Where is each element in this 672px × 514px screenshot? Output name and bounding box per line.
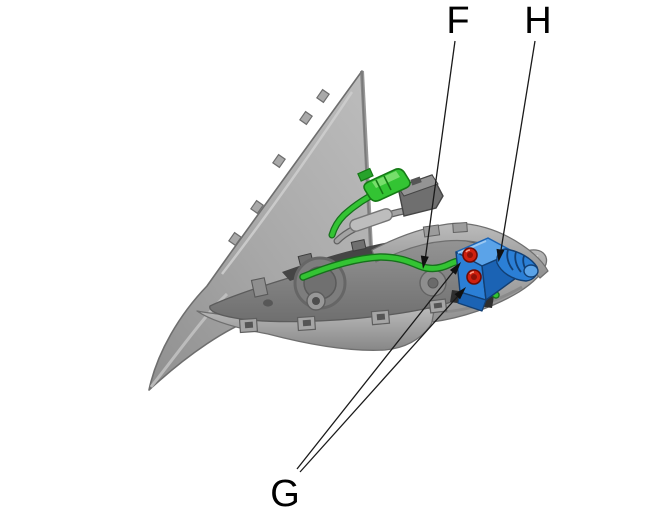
screw-1 [462,247,478,263]
arrowhead-f [420,255,429,269]
rim-block [422,224,441,238]
arrowhead-g1 [449,262,461,275]
green-connector-ribs [375,175,392,195]
screw-2 [466,269,482,285]
clip [370,309,391,326]
harness-leads [328,183,408,245]
clip-tab [316,88,330,104]
arrowhead-g2 [454,287,466,300]
connector-latch [410,176,422,186]
screw-hole [263,299,273,307]
wire-sleeve [349,208,393,232]
base-front-clips [238,298,448,334]
clip-tab [272,153,286,169]
clip [428,298,448,314]
trim-panel-right-edge-shade [360,70,373,249]
clip-tab [228,231,242,247]
callout-g [296,262,466,473]
clip-tab [250,199,264,215]
connector-plug-top [397,174,439,197]
callout-f [420,40,456,269]
leader-line-g2 [299,295,459,473]
leader-line-g1 [296,271,454,470]
screw-highlight [469,271,475,275]
callout-label-f: F [446,0,469,42]
rim-block [452,221,468,234]
clip [238,317,259,334]
leader-line-h [500,40,536,251]
trim-panel-ridge-highlight [221,91,354,275]
screw-highlight [465,249,471,253]
clip-tab [299,110,313,126]
callout-label-h: H [524,0,551,42]
trim-panel-clip-tabs [228,88,330,247]
blue-module [455,237,539,312]
module-edge-highlight [457,240,487,254]
callout-label-g: G [270,473,300,514]
screw-recess [467,252,473,258]
green-connector-tab [357,167,374,182]
screw-recess [471,274,477,280]
leader-line-f [424,40,456,258]
callout-h [496,40,536,262]
clip [296,315,317,332]
base-back-rim [371,222,549,279]
module-lower-tab [457,291,487,312]
cable-guide-hole [427,277,439,289]
callouts: F H G [270,0,552,514]
tray-bracket [250,277,269,298]
arrowhead-h [496,248,505,262]
pivot-boss-hole [312,297,320,305]
ledge-clip [350,239,367,252]
module-barrel-cap [523,264,539,278]
harness-connector [357,167,444,217]
